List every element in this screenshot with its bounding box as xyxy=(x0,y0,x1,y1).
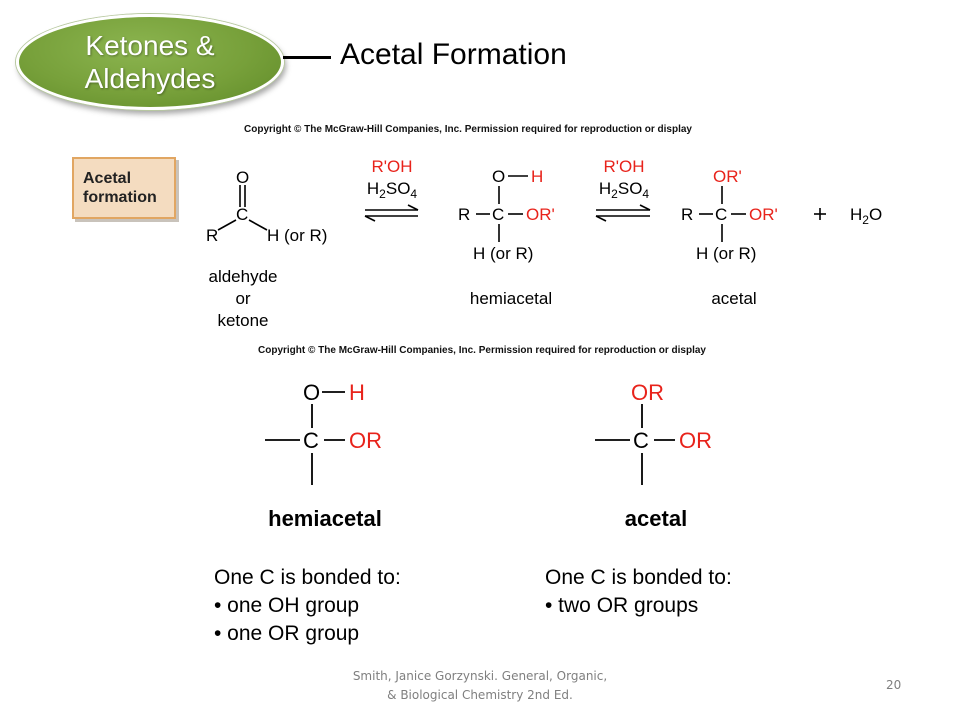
bond-c-h xyxy=(248,219,268,231)
citation-line1: Smith, Janice Gorzynski. General, Organi… xyxy=(352,669,608,683)
cmp-acetal-c: C xyxy=(633,428,649,453)
acetal-bullet-1: • two OR groups xyxy=(545,594,699,617)
badge-line1: Ketones & xyxy=(85,30,215,61)
acetal-or: OR' xyxy=(749,205,778,224)
copyright-notice-bottom: Copyright © The McGraw-Hill Companies, I… xyxy=(258,345,706,356)
acetal-c: C xyxy=(715,205,727,224)
acetal-bottom: H (or R) xyxy=(696,244,756,263)
reagent-1-acid: H2SO4 xyxy=(367,179,418,201)
reverse-arrow-1-head xyxy=(364,215,376,222)
hemi-o: O xyxy=(492,167,505,186)
hemiacetal-name: hemiacetal xyxy=(470,289,552,308)
hemi-h: H xyxy=(531,167,543,186)
hemi-r: R xyxy=(458,205,470,224)
cmp-hemi-h: H xyxy=(349,380,365,405)
cmp-hemiacetal-name: hemiacetal xyxy=(268,506,382,531)
hemi-c: C xyxy=(492,205,504,224)
hemiacetal-bonded-title: One C is bonded to: xyxy=(214,566,401,589)
label-line2: formation xyxy=(83,189,157,206)
forward-arrow-2-head xyxy=(639,204,651,211)
copyright-notice-top: Copyright © The McGraw-Hill Companies, I… xyxy=(244,124,692,135)
reactant-name-1: aldehyde xyxy=(208,267,277,286)
reactant-r: R xyxy=(206,226,218,245)
reactant-h: H (or R) xyxy=(267,226,327,245)
page-number: 20 xyxy=(886,678,902,692)
acetal-bonded-title: One C is bonded to: xyxy=(545,566,732,589)
label-line1: Acetal xyxy=(83,170,132,187)
acetal-bonded-description: One C is bonded to: • two OR groups xyxy=(545,564,732,620)
reverse-arrow-2-head xyxy=(595,215,607,222)
hemiacetal-bullet-1: • one OH group xyxy=(214,594,360,617)
title-connector-line xyxy=(283,56,331,59)
bond-c-r xyxy=(217,219,237,231)
hemi-or: OR' xyxy=(526,205,555,224)
cmp-hemi-c: C xyxy=(303,428,319,453)
slide-title: Acetal Formation xyxy=(340,38,567,71)
reagent-1-alcohol: R'OH xyxy=(371,157,412,176)
cmp-acetal-or: OR xyxy=(679,428,712,453)
reagent-2-acid: H2SO4 xyxy=(599,179,650,201)
forward-arrow-1-head xyxy=(407,204,419,211)
reactant-c: C xyxy=(236,205,248,224)
topic-badge: Ketones & Aldehydes xyxy=(16,14,284,110)
cmp-acetal-top: OR xyxy=(631,380,664,405)
citation-footer: Smith, Janice Gorzynski. General, Organi… xyxy=(330,667,630,705)
hemi-bottom: H (or R) xyxy=(473,244,533,263)
hemiacetal-bullet-2: • one OR group xyxy=(214,622,360,645)
citation-line2: & Biological Chemistry 2nd Ed. xyxy=(387,688,573,702)
reactant-o: O xyxy=(236,168,249,187)
cmp-hemi-o: O xyxy=(303,380,320,405)
acetal-formation-label: Acetal formation xyxy=(72,157,176,219)
hemiacetal-bonded-description: One C is bonded to: • one OH group • one… xyxy=(214,564,401,648)
acetal-top: OR' xyxy=(713,167,742,186)
reactant-name-2: or xyxy=(235,289,250,308)
acetal-name: acetal xyxy=(711,289,756,308)
reagent-2-alcohol: R'OH xyxy=(603,157,644,176)
badge-line2: Aldehydes xyxy=(84,63,216,94)
acetal-r: R xyxy=(681,205,693,224)
cmp-hemi-or: OR xyxy=(349,428,382,453)
reactant-name-3: ketone xyxy=(217,311,268,330)
water: H2O xyxy=(850,205,882,227)
cmp-acetal-name: acetal xyxy=(625,506,687,531)
